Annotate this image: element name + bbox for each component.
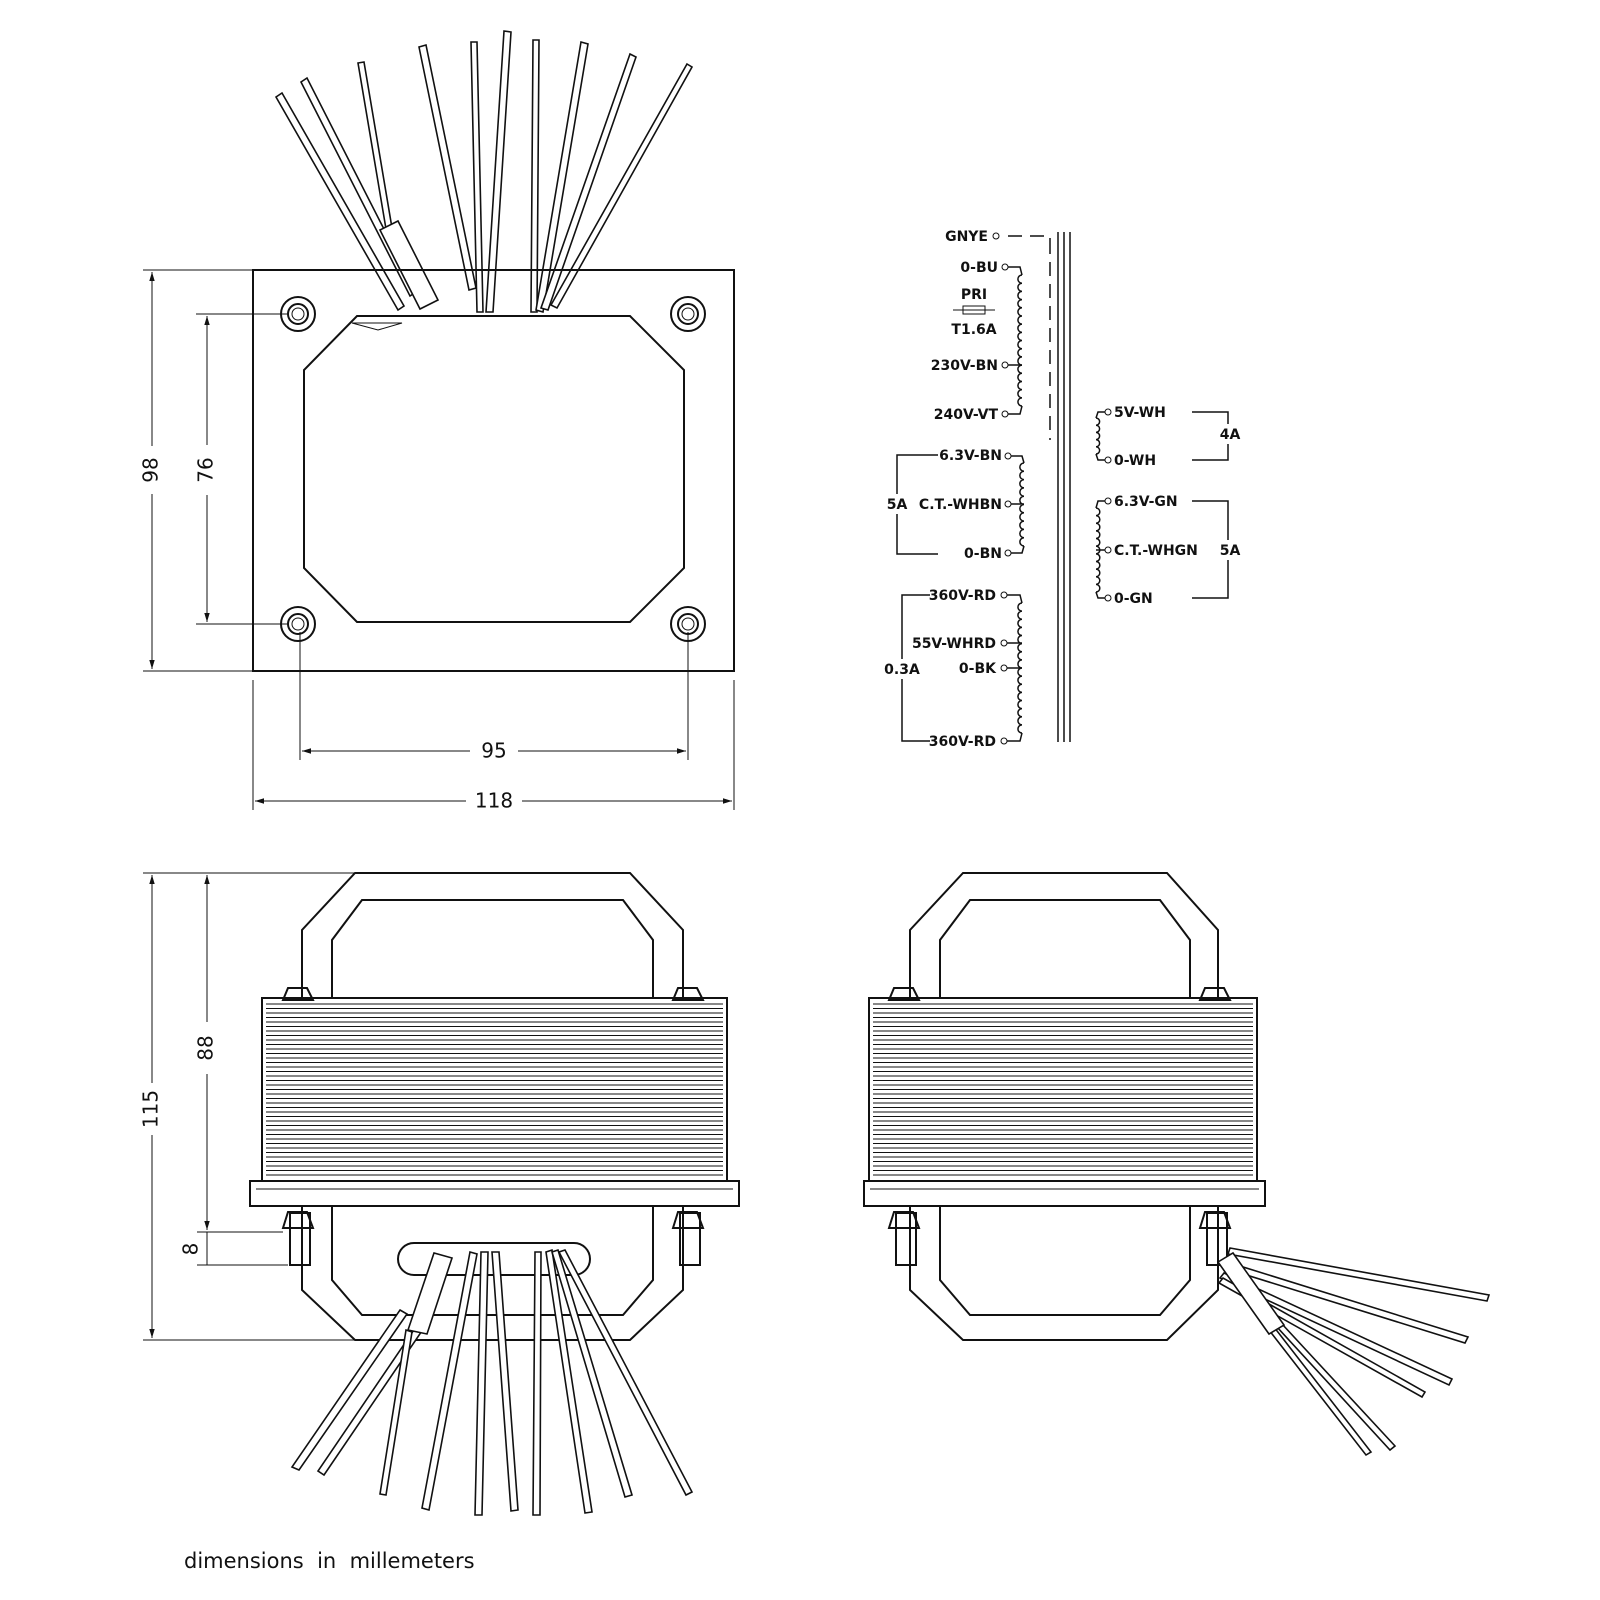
dim-118-label: 118 — [475, 789, 513, 813]
dim-76: 76 — [194, 313, 288, 625]
secondary-ht: 360V-RD 55V-WHRD 0-BK 360V-RD 0.3A — [884, 588, 1023, 750]
sec-5v-top-label: 5V-WH — [1114, 405, 1166, 421]
dim-115-label: 115 — [139, 1090, 163, 1128]
sec-gn-ct-label: C.T.-WHGN — [1114, 543, 1198, 559]
secondary-heater-gn: 6.3V-GN C.T.-WHGN 0-GN 5A — [1095, 494, 1242, 607]
dim-76-label: 76 — [194, 457, 218, 482]
dim-8: 8 — [179, 1232, 288, 1266]
coil — [1017, 602, 1023, 734]
dim-95-label: 95 — [481, 739, 506, 763]
side-lamination-lines — [873, 1003, 1253, 1176]
bolt-nut — [281, 987, 315, 1001]
front-base-flange — [249, 1180, 740, 1207]
coil-loop — [1019, 462, 1025, 547]
front-upper-bracket — [301, 872, 684, 998]
dim-118: 118 — [252, 680, 735, 813]
fuse-rating-bottom: T1.6A — [951, 322, 996, 338]
side-view — [863, 872, 1491, 1457]
sec-ht-zero-label: 0-BK — [959, 661, 997, 677]
sec-gn-top-label: 6.3V-GN — [1114, 494, 1178, 510]
side-base-flange — [863, 1180, 1266, 1207]
dim-98-label: 98 — [139, 457, 163, 482]
dim-98: 98 — [139, 269, 253, 672]
primary-zero-label: 0-BU — [960, 260, 998, 276]
sec-ht-top-label: 360V-RD — [929, 588, 996, 604]
coil-loop — [1095, 417, 1101, 455]
top-view: 98 76 95 118 — [139, 30, 735, 813]
primary-240-label: 240V-VT — [934, 407, 999, 423]
side-upper-bracket — [909, 872, 1219, 998]
bolt-stud — [895, 1212, 917, 1266]
bolt-nut — [887, 987, 921, 1001]
sec-ht-current: 0.3A — [884, 662, 920, 678]
wiring-schematic: GNYE 0-BU PRI T1.6A 230V-BN 240V-VT 6.3V… — [884, 229, 1242, 750]
front-view: 115 88 8 — [139, 872, 740, 1516]
coil — [1095, 417, 1101, 455]
primary-230-label: 230V-BN — [931, 358, 998, 374]
footnote: dimensions in millemeters — [184, 1549, 475, 1573]
bolt-stud — [289, 1212, 311, 1266]
mounting-hole — [670, 296, 706, 332]
sec-gn-bottom-label: 0-GN — [1114, 591, 1153, 607]
sec-ht-bottom-label: 360V-RD — [929, 734, 996, 750]
side-wire-bundle — [1216, 1247, 1491, 1457]
front-lamination-lines — [266, 1003, 723, 1176]
dim-88-label: 88 — [194, 1035, 218, 1060]
coil-loop — [1095, 507, 1101, 593]
bolt-nut — [671, 1211, 705, 1229]
coil-loop — [1017, 602, 1023, 734]
bolt-nut — [671, 987, 705, 1001]
dim-88: 88 — [194, 872, 283, 1233]
bolt-nut — [1198, 987, 1232, 1001]
sec-gn-current: 5A — [1220, 543, 1241, 559]
sec-bn-current: 5A — [887, 497, 908, 513]
bolt-nut — [281, 1211, 315, 1229]
secondary-5v: 5V-WH 0-WH 4A — [1095, 405, 1242, 469]
top-core-window — [303, 315, 685, 623]
dim-115: 115 — [139, 872, 355, 1341]
sec-ht-tap55-label: 55V-WHRD — [912, 636, 996, 652]
sec-bn-ct-label: C.T.-WHBN — [919, 497, 1002, 513]
primary-gnye-label: GNYE — [945, 229, 988, 245]
bolt-nut — [887, 1211, 921, 1229]
sec-5v-bottom-label: 0-WH — [1114, 453, 1156, 469]
coil-loop — [1017, 274, 1023, 407]
dim-95: 95 — [299, 632, 689, 763]
sec-bn-bottom-label: 0-BN — [964, 546, 1002, 562]
top-wire-bundle — [274, 30, 694, 314]
secondary-heater-bn: 6.3V-BN C.T.-WHBN 0-BN 5A — [885, 448, 1025, 562]
bolt-nut — [1198, 1211, 1232, 1229]
side-lower-bracket — [909, 1206, 1219, 1341]
sec-bn-top-label: 6.3V-BN — [939, 448, 1002, 464]
coil — [1019, 462, 1025, 547]
coil — [1095, 507, 1101, 593]
sec-5v-current: 4A — [1220, 427, 1241, 443]
front-lower-bracket — [301, 1206, 684, 1341]
front-wire-bundle — [290, 1248, 694, 1516]
coil — [1017, 274, 1023, 407]
top-plate — [252, 269, 735, 672]
fuse-rating-top: PRI — [961, 287, 987, 303]
primary-winding: GNYE 0-BU PRI T1.6A 230V-BN 240V-VT — [931, 229, 1023, 423]
dim-8-label: 8 — [179, 1243, 203, 1256]
